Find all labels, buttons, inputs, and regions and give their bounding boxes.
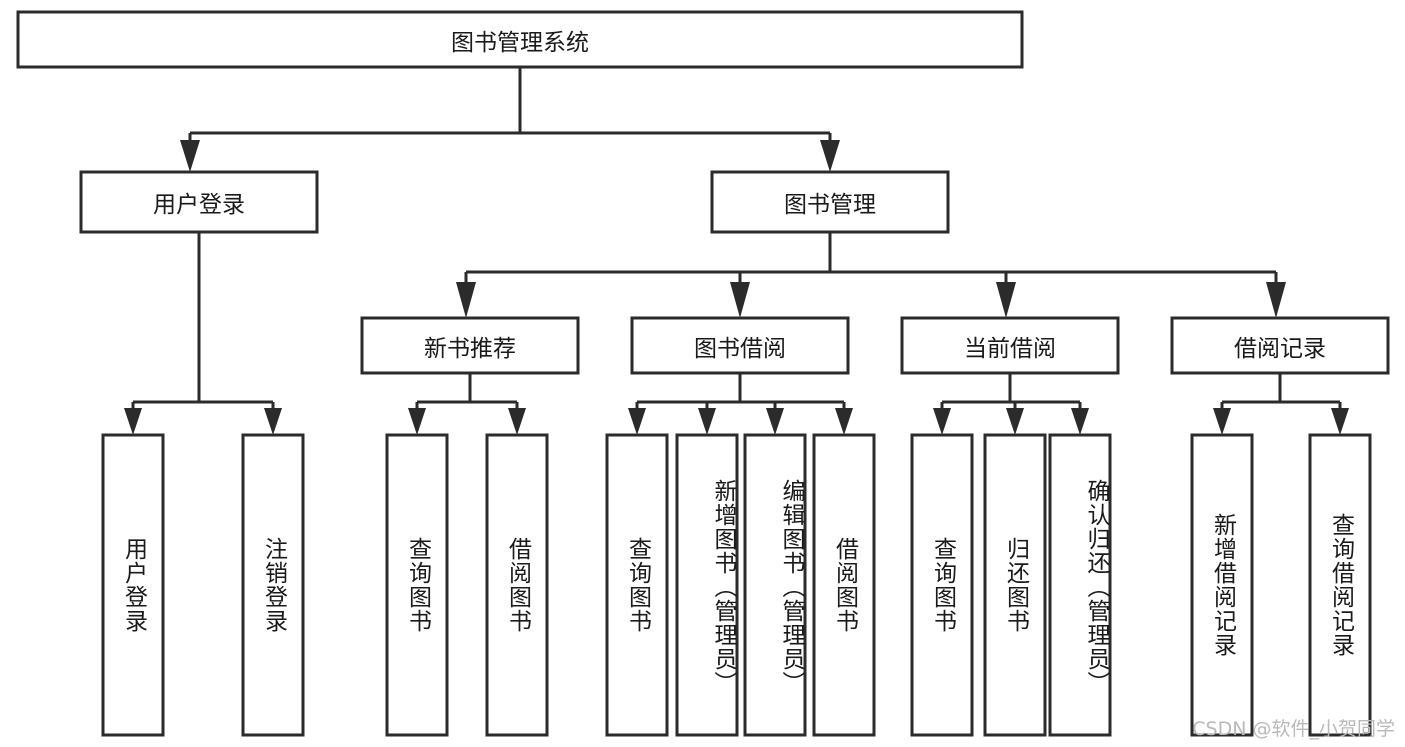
node-borrow-record[interactable]	[1170, 316, 1390, 375]
node-book-management[interactable]	[710, 170, 950, 234]
node-leaf-query-book-rec[interactable]	[385, 433, 449, 737]
edge-userlogin-to-leaves	[124, 232, 282, 435]
edge-borrowrecord-to-leaves	[1213, 373, 1349, 435]
node-leaf-query-record[interactable]	[1308, 433, 1372, 737]
node-leaf-return-book[interactable]	[983, 433, 1047, 737]
node-new-book-recommend[interactable]	[360, 316, 580, 375]
edge-currentborrow-to-leaves	[933, 373, 1089, 435]
node-leaf-user-login[interactable]	[101, 433, 165, 737]
node-user-login[interactable]	[79, 170, 319, 234]
edge-bookmgmt-to-level3	[456, 232, 1286, 318]
node-book-borrow[interactable]	[630, 316, 850, 375]
edge-root-to-level2	[180, 67, 840, 172]
node-leaf-query-book-cur[interactable]	[910, 433, 974, 737]
node-leaf-edit-book[interactable]	[743, 433, 807, 737]
node-current-borrow[interactable]	[900, 316, 1120, 375]
node-leaf-add-book[interactable]	[675, 433, 739, 737]
node-leaf-add-record[interactable]	[1190, 433, 1254, 737]
node-root[interactable]	[16, 10, 1024, 69]
node-leaf-logout[interactable]	[241, 433, 305, 737]
edge-newbook-to-leaves	[408, 373, 526, 435]
edge-bookborrow-to-leaves	[628, 373, 853, 435]
node-leaf-borrow-book-rec[interactable]	[485, 433, 549, 737]
node-leaf-borrow-book-brw[interactable]	[812, 433, 876, 737]
node-leaf-query-book-brw[interactable]	[605, 433, 669, 737]
node-leaf-confirm-return[interactable]	[1048, 433, 1112, 737]
